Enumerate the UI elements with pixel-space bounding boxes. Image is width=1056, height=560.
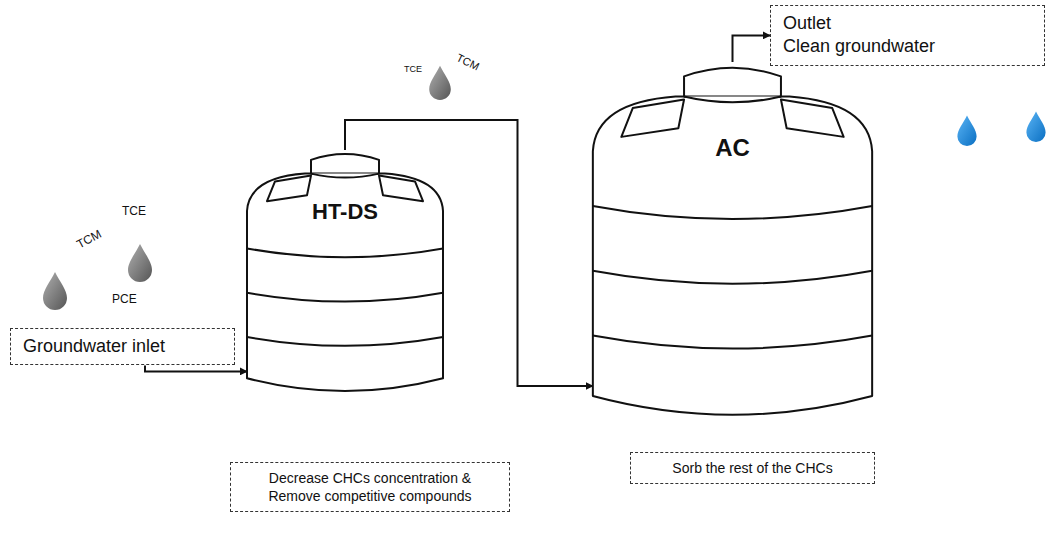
box-text: Outlet <box>783 12 1032 35</box>
compound-label: PCE <box>112 292 137 306</box>
tank-outline <box>590 62 875 422</box>
box-text: Clean groundwater <box>783 35 1032 58</box>
pipe-arrow <box>145 365 247 371</box>
compound-label: TCM <box>455 51 482 72</box>
box-text: Sorb the rest of the CHCs <box>643 459 862 477</box>
note-box: Sorb the rest of the CHCs <box>630 452 875 484</box>
outlet-box: OutletClean groundwater <box>770 5 1045 66</box>
box-text: Decrease CHCs concentration & Remove com… <box>244 469 496 505</box>
tank-outline <box>245 150 445 396</box>
inlet-box: Groundwater inlet <box>10 328 235 365</box>
compound-label: TCE <box>122 204 146 218</box>
pipe-arrow <box>733 35 771 62</box>
compound-label: TCE <box>404 64 422 74</box>
tank-name: AC <box>590 132 875 163</box>
clean-drop <box>957 112 1045 146</box>
ac-tank: AC <box>590 62 875 422</box>
compound-label: TCM <box>74 227 104 252</box>
ht-ds-tank: HT-DS <box>245 150 445 396</box>
tank-name: HT-DS <box>245 198 445 227</box>
note-box: Decrease CHCs concentration & Remove com… <box>230 462 510 512</box>
box-text: Groundwater inlet <box>23 335 222 358</box>
